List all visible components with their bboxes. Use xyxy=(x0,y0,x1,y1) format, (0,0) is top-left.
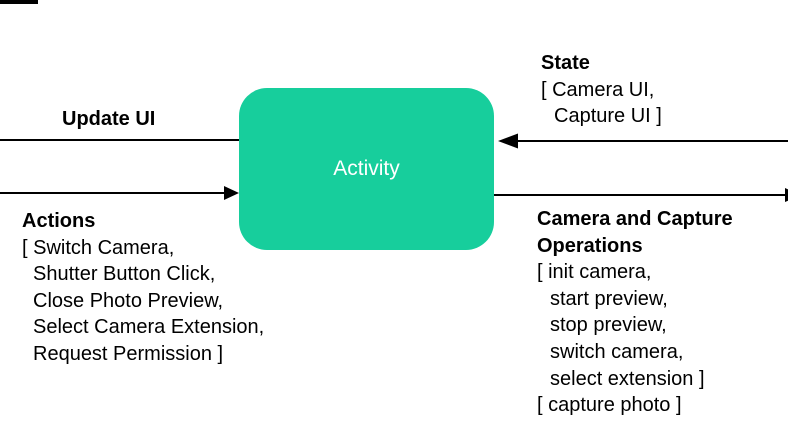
state-block: State [ Camera UI, Capture UI ] xyxy=(541,50,662,130)
camera-operations-block: Camera and Capture Operations [ init cam… xyxy=(537,206,733,419)
camera-operations-line: [ capture photo ] xyxy=(537,394,682,417)
camera-operations-line: stop preview, xyxy=(550,314,667,337)
camera-operations-title: Operations xyxy=(537,234,643,257)
camera-operations-line: start preview, xyxy=(550,287,668,310)
actions-block: Actions [ Switch Camera, Shutter Button … xyxy=(22,208,264,368)
actions-line: [ Switch Camera, xyxy=(22,236,175,259)
state-arrowhead-icon xyxy=(498,133,518,149)
update-ui-label: Update UI xyxy=(62,108,156,130)
actions-line: Shutter Button Click, xyxy=(33,263,216,286)
actions-line: Select Camera Extension, xyxy=(33,316,265,339)
activity-node-label: Activity xyxy=(333,157,400,180)
activity-node: Activity xyxy=(239,88,494,250)
state-line: [ Camera UI, xyxy=(541,78,655,101)
camera-operations-title: Camera and Capture xyxy=(537,208,733,230)
camera-operations-arrowhead-icon xyxy=(785,188,788,202)
actions-arrowhead-icon xyxy=(224,186,239,200)
camera-operations-line: [ init camera, xyxy=(537,261,652,284)
actions-line: Request Permission ] xyxy=(33,342,224,365)
camera-operations-line: switch camera, xyxy=(550,340,684,363)
actions-line: Close Photo Preview, xyxy=(33,289,224,312)
state-line: Capture UI ] xyxy=(554,105,662,128)
camera-operations-line: select extension ] xyxy=(550,367,705,390)
state-arrow xyxy=(498,133,788,149)
top-left-bar-artifact xyxy=(0,0,38,4)
actions-title: Actions xyxy=(22,210,96,232)
camera-operations-arrow xyxy=(494,188,788,202)
actions-arrow xyxy=(0,186,239,200)
state-title: State xyxy=(541,52,590,74)
